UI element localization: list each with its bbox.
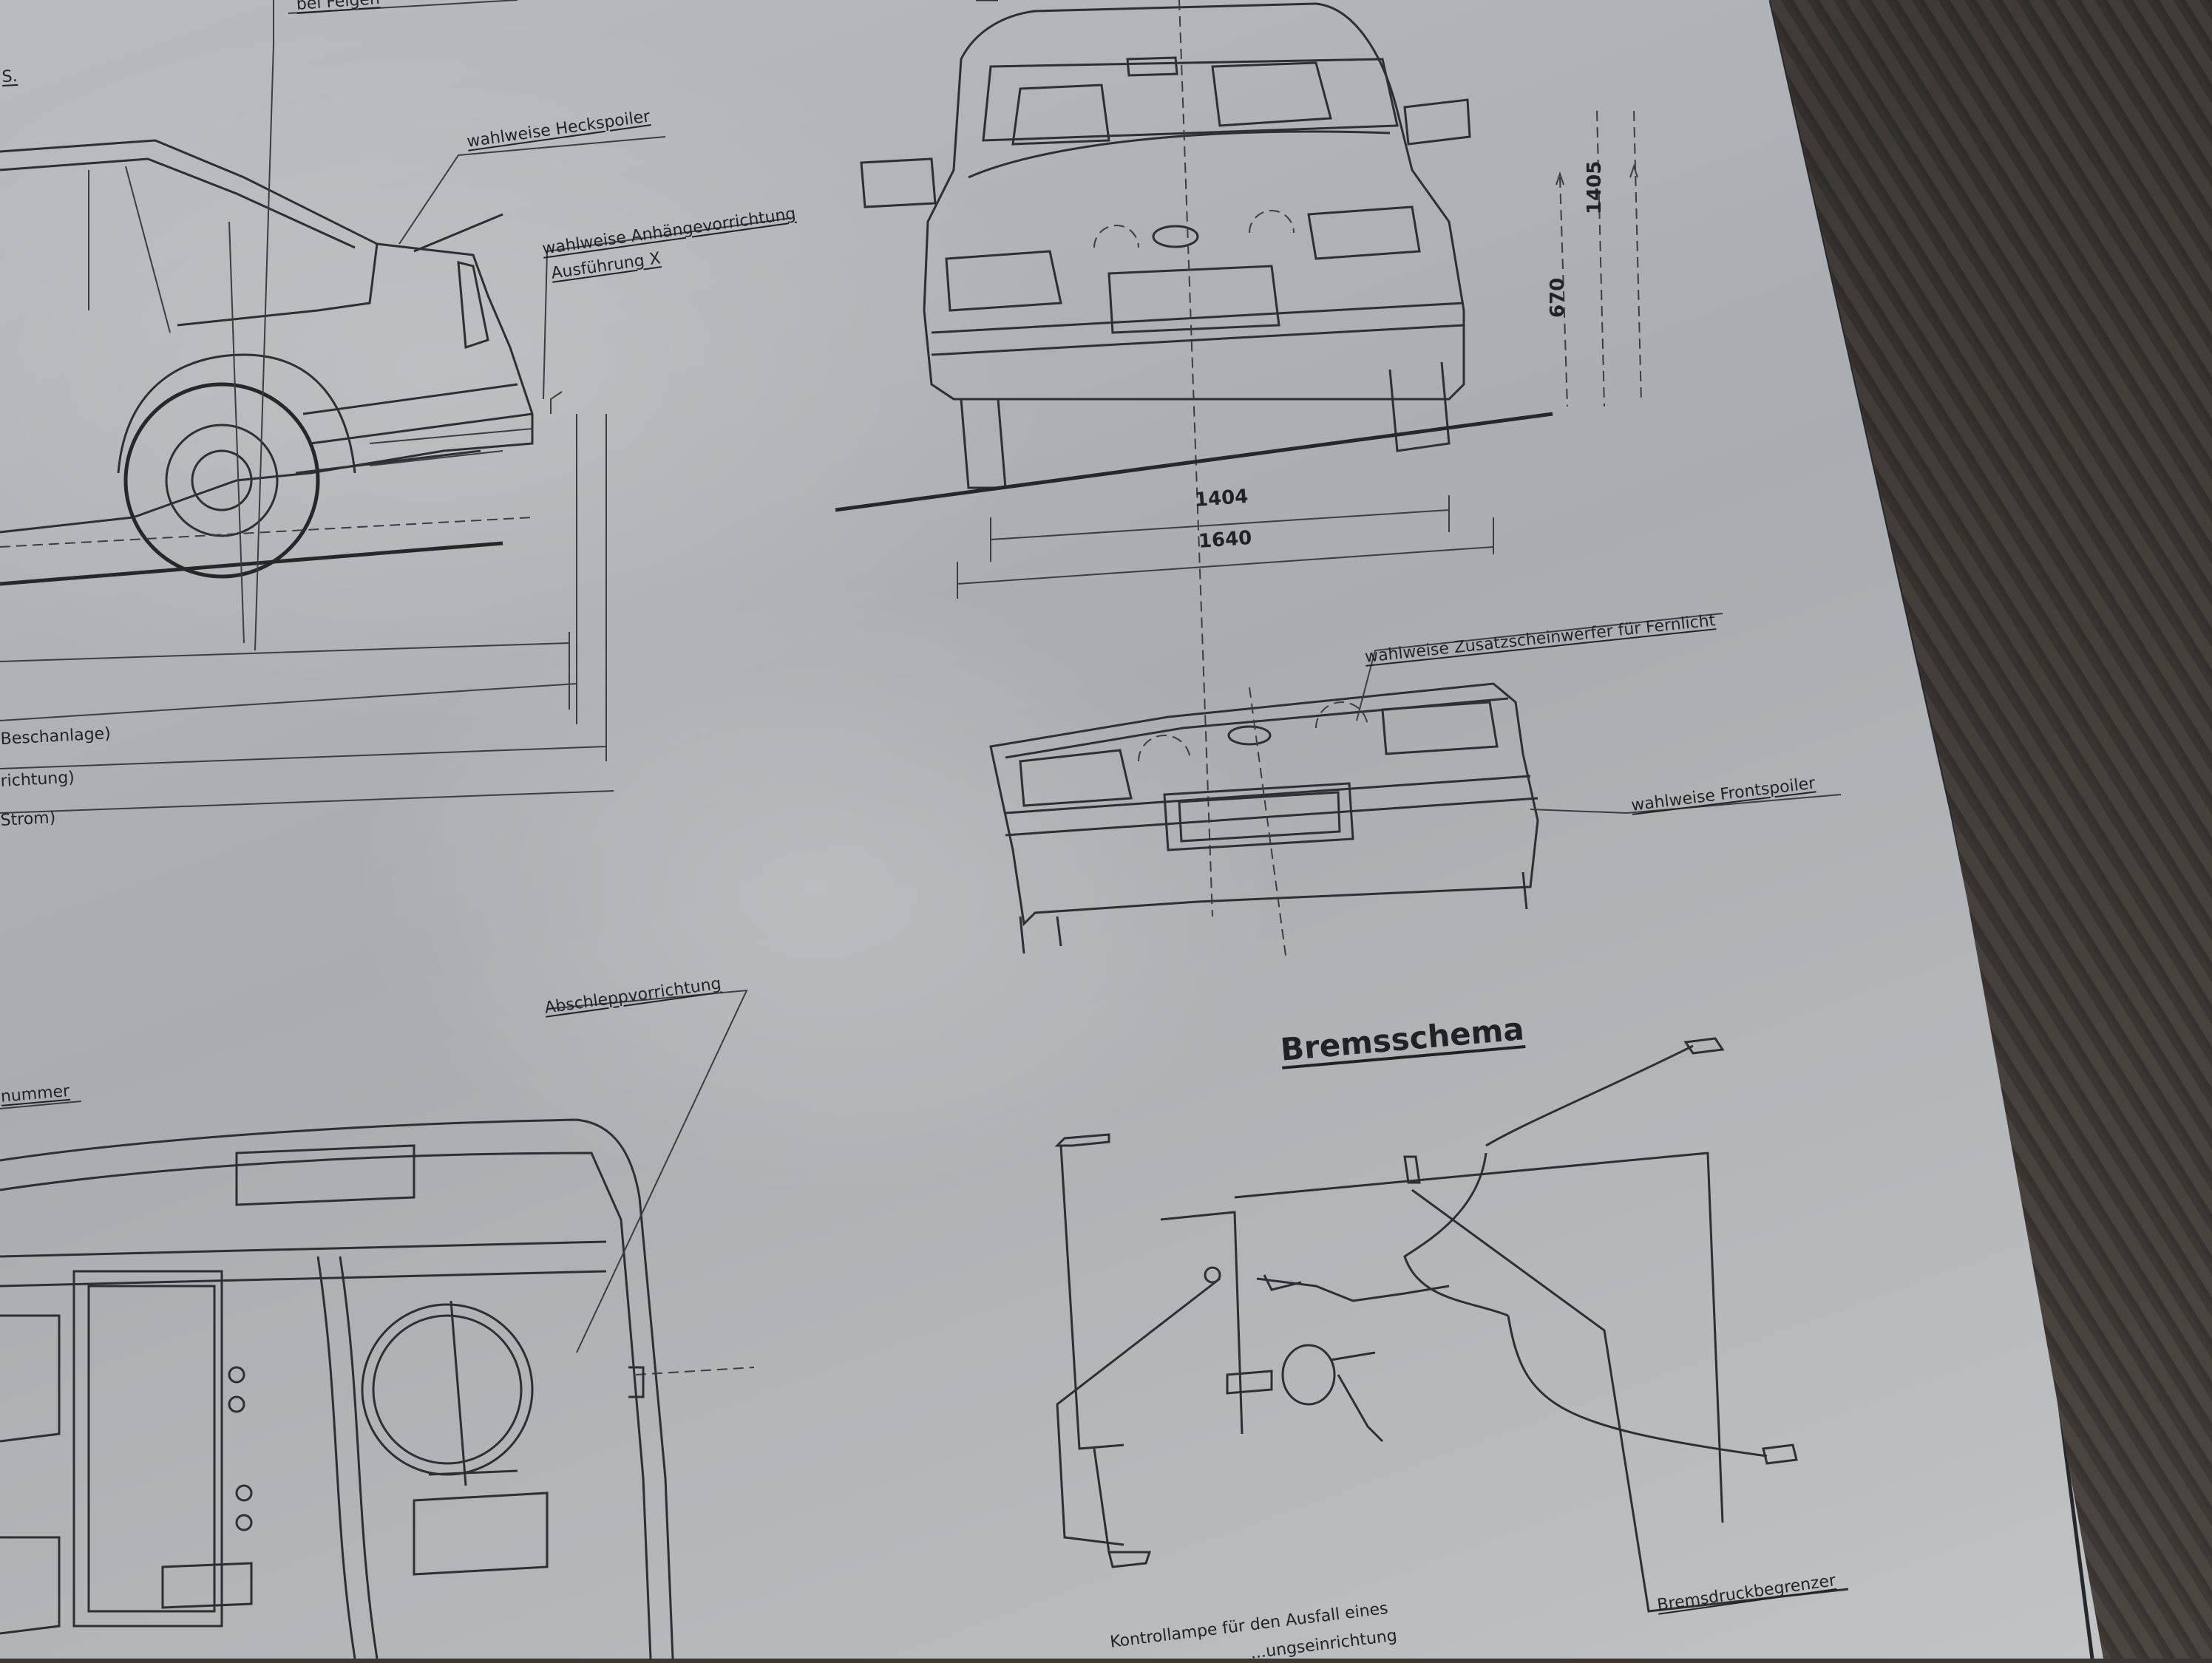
height-lower-dimension: 670 [1547,277,1569,318]
leader-zusatzscheinwerfer [1356,613,1723,721]
section-fragment-label: S. [1,67,18,86]
leader-nummer [0,1101,82,1109]
width-dimension: 1640 [1198,526,1253,553]
dim-arrows [1555,163,1638,186]
rear-view-car [835,0,1553,917]
leader-frontspoiler [1530,794,1842,815]
leader-top-note [288,0,518,14]
leader-anhaenger [543,217,792,400]
underside-view-car [0,1118,755,1659]
left-dimension-label-2: richtung) [0,768,75,791]
dim-height-lines [1559,110,1642,407]
leader-abschlepp [546,989,748,1353]
left-dimension-label-3: Strom) [0,809,56,830]
dim-track-line [990,495,1450,562]
dim-width-line [957,517,1494,599]
height-total-dimension: 1405 [1584,160,1606,214]
front-view-car [989,682,1539,962]
brake-schematic [1054,1037,1849,1613]
side-view-car [0,0,614,814]
track-dimension: 1404 [1194,485,1249,511]
leader-heckspoiler [398,136,666,245]
